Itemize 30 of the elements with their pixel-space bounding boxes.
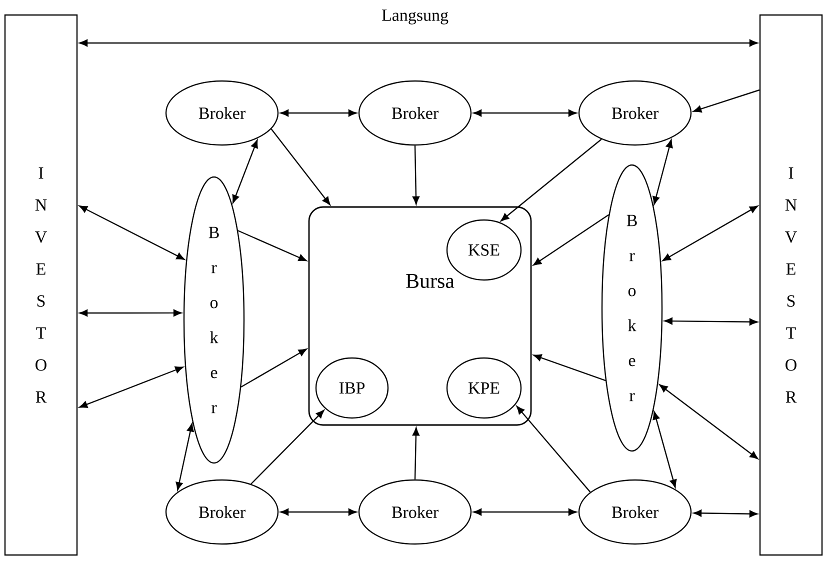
arrow: [412, 146, 420, 205]
arrow: [693, 510, 758, 518]
arrow: [79, 366, 184, 408]
arrow: [79, 39, 758, 47]
arrow: [232, 140, 258, 204]
arrow: [412, 427, 420, 480]
arrow: [79, 309, 182, 317]
arrow: [516, 406, 591, 492]
arrow: [238, 230, 307, 262]
arrow: [659, 384, 758, 460]
investor-box: I N V E S T O R: [759, 14, 823, 556]
arrow: [662, 206, 758, 262]
edge-label: Langsung: [380, 8, 450, 26]
arrow: [664, 318, 758, 326]
arrow: [652, 411, 677, 488]
arrow: [533, 214, 610, 266]
arrow: [533, 354, 606, 382]
arrow: [176, 423, 194, 490]
arrow: [693, 89, 760, 112]
investor-box: I N V E S T O R: [4, 14, 78, 556]
arrow: [280, 508, 357, 516]
arrow: [79, 205, 185, 260]
arrow: [280, 109, 357, 117]
arrow: [500, 138, 602, 222]
arrow: [473, 508, 577, 516]
arrow: [250, 410, 324, 484]
arrow: [270, 128, 330, 206]
arrow: [473, 109, 577, 117]
arrow: [240, 348, 307, 388]
arrow: [652, 139, 673, 205]
